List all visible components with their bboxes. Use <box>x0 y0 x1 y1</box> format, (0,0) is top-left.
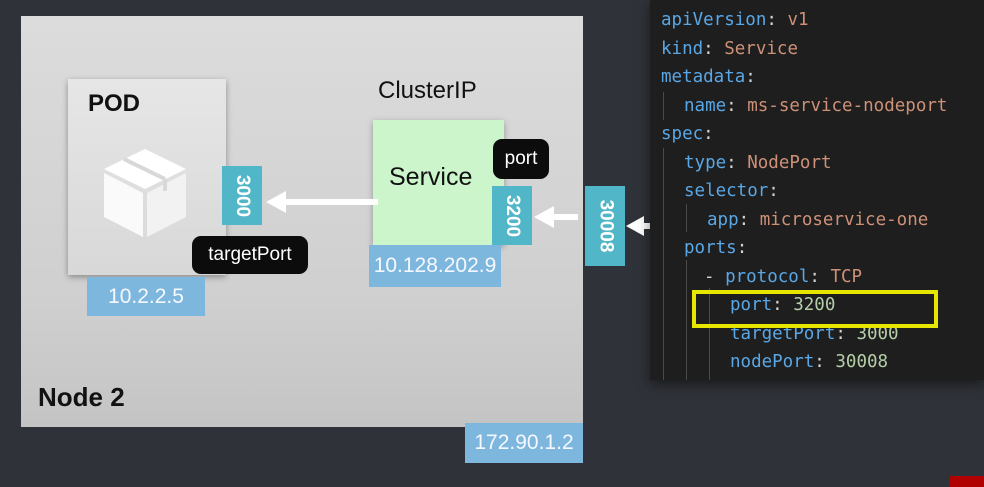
yaml-value: 3200 <box>782 295 836 315</box>
yaml-line: - protocol: TCP <box>704 263 862 291</box>
yaml-colon: : <box>703 124 714 144</box>
indent-guide <box>686 260 687 380</box>
service-ip-label: 10.128.202.9 <box>369 245 501 287</box>
yaml-value: v1 <box>776 10 809 30</box>
yaml-colon: : <box>726 152 737 173</box>
pod-ip-label: 10.2.2.5 <box>87 277 205 316</box>
yaml-key: ports <box>684 238 737 258</box>
service-port-box: 3200 <box>492 186 532 245</box>
yaml-value: microservice-one <box>749 209 929 230</box>
arrow-service-to-pod <box>266 191 378 213</box>
pod-title: POD <box>88 90 141 117</box>
yaml-key: nodePort <box>730 352 815 372</box>
yaml-key: app <box>707 209 739 230</box>
yaml-colon: : <box>809 266 820 287</box>
yaml-value: TCP <box>819 266 863 287</box>
node-label: Node 2 <box>38 382 125 412</box>
yaml-key: protocol <box>725 266 810 287</box>
yaml-key: type <box>684 152 727 173</box>
indent-guide <box>709 288 710 380</box>
port-highlight-box <box>692 290 938 328</box>
node-ip-label: 172.90.1.2 <box>465 423 583 463</box>
yaml-line: ports: <box>684 234 747 262</box>
yaml-key: apiVersion <box>661 10 767 30</box>
yaml-key: name <box>684 95 727 116</box>
yaml-colon: : <box>726 95 737 116</box>
yaml-line: app: microservice-one <box>707 206 928 234</box>
yaml-colon: : <box>768 181 779 201</box>
yaml-line: port: 3200 <box>730 291 835 319</box>
node-port-box: 30008 <box>585 186 625 266</box>
yaml-colon: : <box>738 209 750 230</box>
box-icon <box>104 149 186 237</box>
yaml-colon: : <box>814 352 825 372</box>
yaml-line: targetPort: 3000 <box>730 320 899 348</box>
yaml-value: 3000 <box>845 323 899 344</box>
port-tag: port <box>493 139 549 179</box>
yaml-value: ms-service-nodeport <box>736 95 948 116</box>
yaml-colon: : <box>736 238 748 258</box>
yaml-line: spec: <box>661 120 714 148</box>
yaml-key: targetPort <box>730 323 836 344</box>
yaml-colon: : <box>766 10 777 30</box>
target-port-tag: targetPort <box>192 236 308 274</box>
yaml-value: Service <box>713 38 798 59</box>
service-box <box>373 120 504 245</box>
yaml-line: kind: Service <box>661 35 798 63</box>
yaml-line: nodePort: 30008 <box>730 348 888 376</box>
yaml-key: metadata <box>661 67 746 87</box>
indent-guide <box>663 148 664 380</box>
yaml-colon: : <box>835 323 846 344</box>
yaml-line: metadata: <box>661 63 756 91</box>
subscribe-badge[interactable] <box>950 476 984 487</box>
yaml-key: selector <box>684 181 769 201</box>
cluster-ip-title: ClusterIP <box>378 77 477 104</box>
yaml-key: port <box>730 295 773 315</box>
yaml-key: kind <box>661 38 704 59</box>
yaml-line: selector: <box>684 177 779 205</box>
yaml-dash: - <box>704 266 726 287</box>
target-port-box: 3000 <box>222 166 262 225</box>
yaml-colon: : <box>745 67 756 87</box>
yaml-line: name: ms-service-nodeport <box>684 92 947 120</box>
arrow-nodeport-to-service <box>534 206 578 228</box>
yaml-value: 30008 <box>824 352 889 372</box>
yaml-colon: : <box>772 295 783 315</box>
yaml-colon: : <box>703 38 714 59</box>
yaml-line: apiVersion: v1 <box>661 6 809 34</box>
yaml-key: spec <box>661 124 704 144</box>
yaml-line: type: NodePort <box>684 149 832 177</box>
service-label: Service <box>389 163 473 191</box>
indent-guide <box>686 204 687 232</box>
indent-guide <box>663 92 664 120</box>
yaml-value: NodePort <box>736 152 832 173</box>
arrow-config-to-nodeport <box>626 216 650 236</box>
